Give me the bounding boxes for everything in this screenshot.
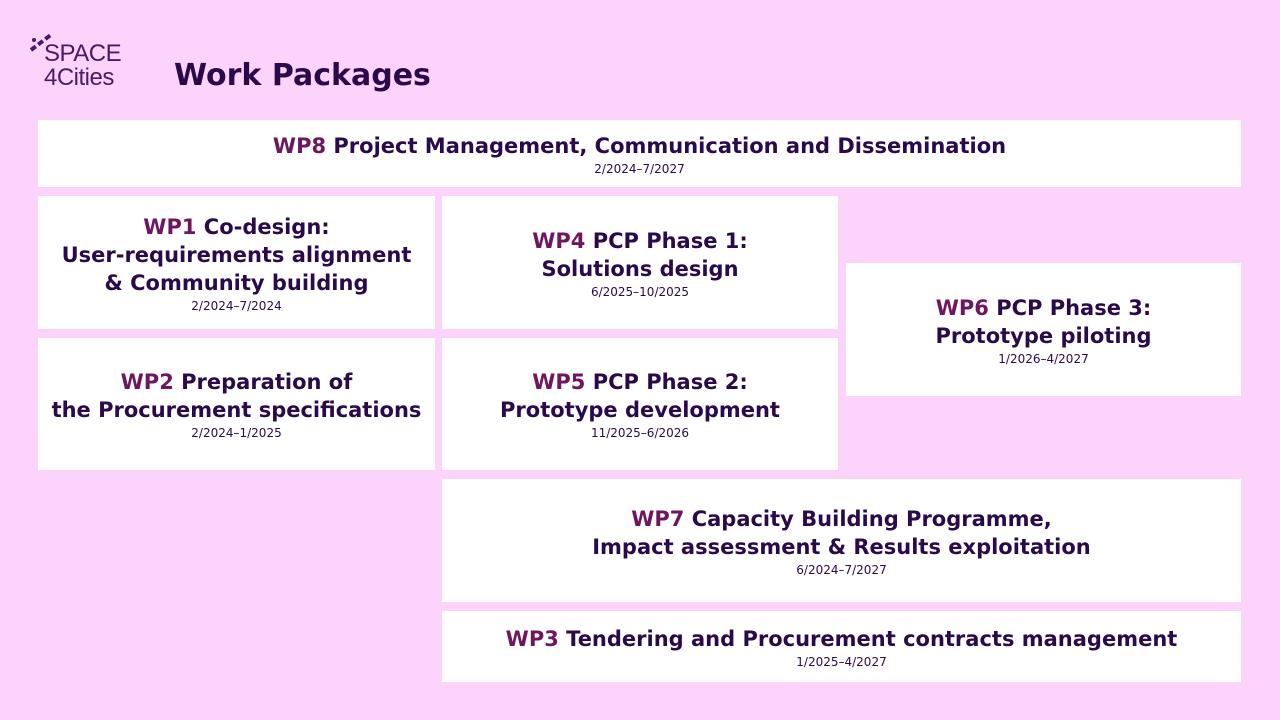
work-package-wp3: WP3 Tendering and Procurement contracts …	[442, 611, 1241, 682]
package-title-text: PCP Phase 2:	[592, 370, 748, 394]
package-id: WP5	[532, 370, 586, 394]
package-dates: 2/2024–1/2025	[191, 426, 282, 440]
package-title-text: & Community building	[104, 270, 369, 295]
package-title-text: Project Management, Communication and Di…	[333, 133, 1007, 158]
package-dates: 1/2026–4/2027	[998, 351, 1089, 366]
package-title-text: Solutions design	[541, 256, 739, 281]
package-title-text: Preparation of	[181, 370, 353, 394]
package-title-line: the Procurement specifications	[52, 396, 422, 424]
package-title-text: the Procurement specifications	[51, 398, 422, 422]
package-id: WP4	[532, 228, 586, 253]
package-title-line: WP6 PCP Phase 3:	[936, 294, 1152, 322]
work-package-wp8: WP8 Project Management, Communication an…	[38, 120, 1241, 187]
package-title-line: Impact assessment & Results exploitation	[592, 533, 1091, 561]
package-id: WP3	[505, 626, 559, 651]
package-title-text: Capacity Building Programme,	[691, 506, 1052, 531]
package-dates: 2/2024–7/2024	[191, 298, 282, 313]
package-title-line: & Community building	[105, 269, 369, 297]
package-title-line: User-requirements alignment	[62, 241, 412, 269]
satellite-icon	[29, 32, 54, 52]
package-title-text: Co-design:	[203, 214, 330, 239]
package-title-text: Prototype development	[500, 398, 780, 422]
package-id: WP7	[631, 506, 685, 531]
package-title-text: Tendering and Procurement contracts mana…	[566, 626, 1178, 651]
package-title-text: Prototype piloting	[935, 323, 1152, 348]
package-dates: 6/2024–7/2027	[796, 562, 887, 577]
space4cities-logo: SPACE 4Cities	[28, 30, 138, 94]
package-title-line: Prototype development	[500, 396, 780, 424]
package-dates: 1/2025–4/2027	[796, 654, 887, 669]
logo-line2: 4Cities	[44, 64, 114, 91]
package-title-line: WP3 Tendering and Procurement contracts …	[506, 625, 1178, 653]
package-title-line: WP8 Project Management, Communication an…	[273, 132, 1006, 160]
package-title-text: PCP Phase 3:	[996, 295, 1152, 320]
work-package-wp7: WP7 Capacity Building Programme,Impact a…	[442, 479, 1241, 602]
package-title-line: Prototype piloting	[935, 322, 1151, 350]
page-title: Work Packages	[174, 58, 431, 93]
package-id: WP8	[272, 133, 327, 158]
work-package-wp1: WP1 Co-design:User-requirements alignmen…	[38, 196, 435, 329]
package-title-line: WP2 Preparation of	[121, 368, 353, 396]
package-title-text: User-requirements alignment	[61, 242, 412, 267]
package-id: WP6	[935, 295, 989, 320]
package-title-line: WP4 PCP Phase 1:	[532, 227, 748, 255]
package-dates: 6/2025–10/2025	[590, 284, 690, 299]
logo-line1: SPACE	[44, 40, 122, 67]
package-title-line: WP5 PCP Phase 2:	[532, 368, 748, 396]
package-dates: 2/2024–7/2027	[594, 161, 685, 176]
package-id: WP1	[143, 214, 197, 239]
package-id: WP2	[120, 370, 174, 394]
package-title-line: WP1 Co-design:	[143, 213, 329, 241]
package-title-line: WP7 Capacity Building Programme,	[631, 505, 1052, 533]
package-title-line: Solutions design	[541, 255, 738, 283]
package-title-text: Impact assessment & Results exploitation	[592, 534, 1091, 559]
package-title-text: PCP Phase 1:	[592, 228, 748, 253]
package-dates: 11/2025–6/2026	[590, 426, 690, 440]
